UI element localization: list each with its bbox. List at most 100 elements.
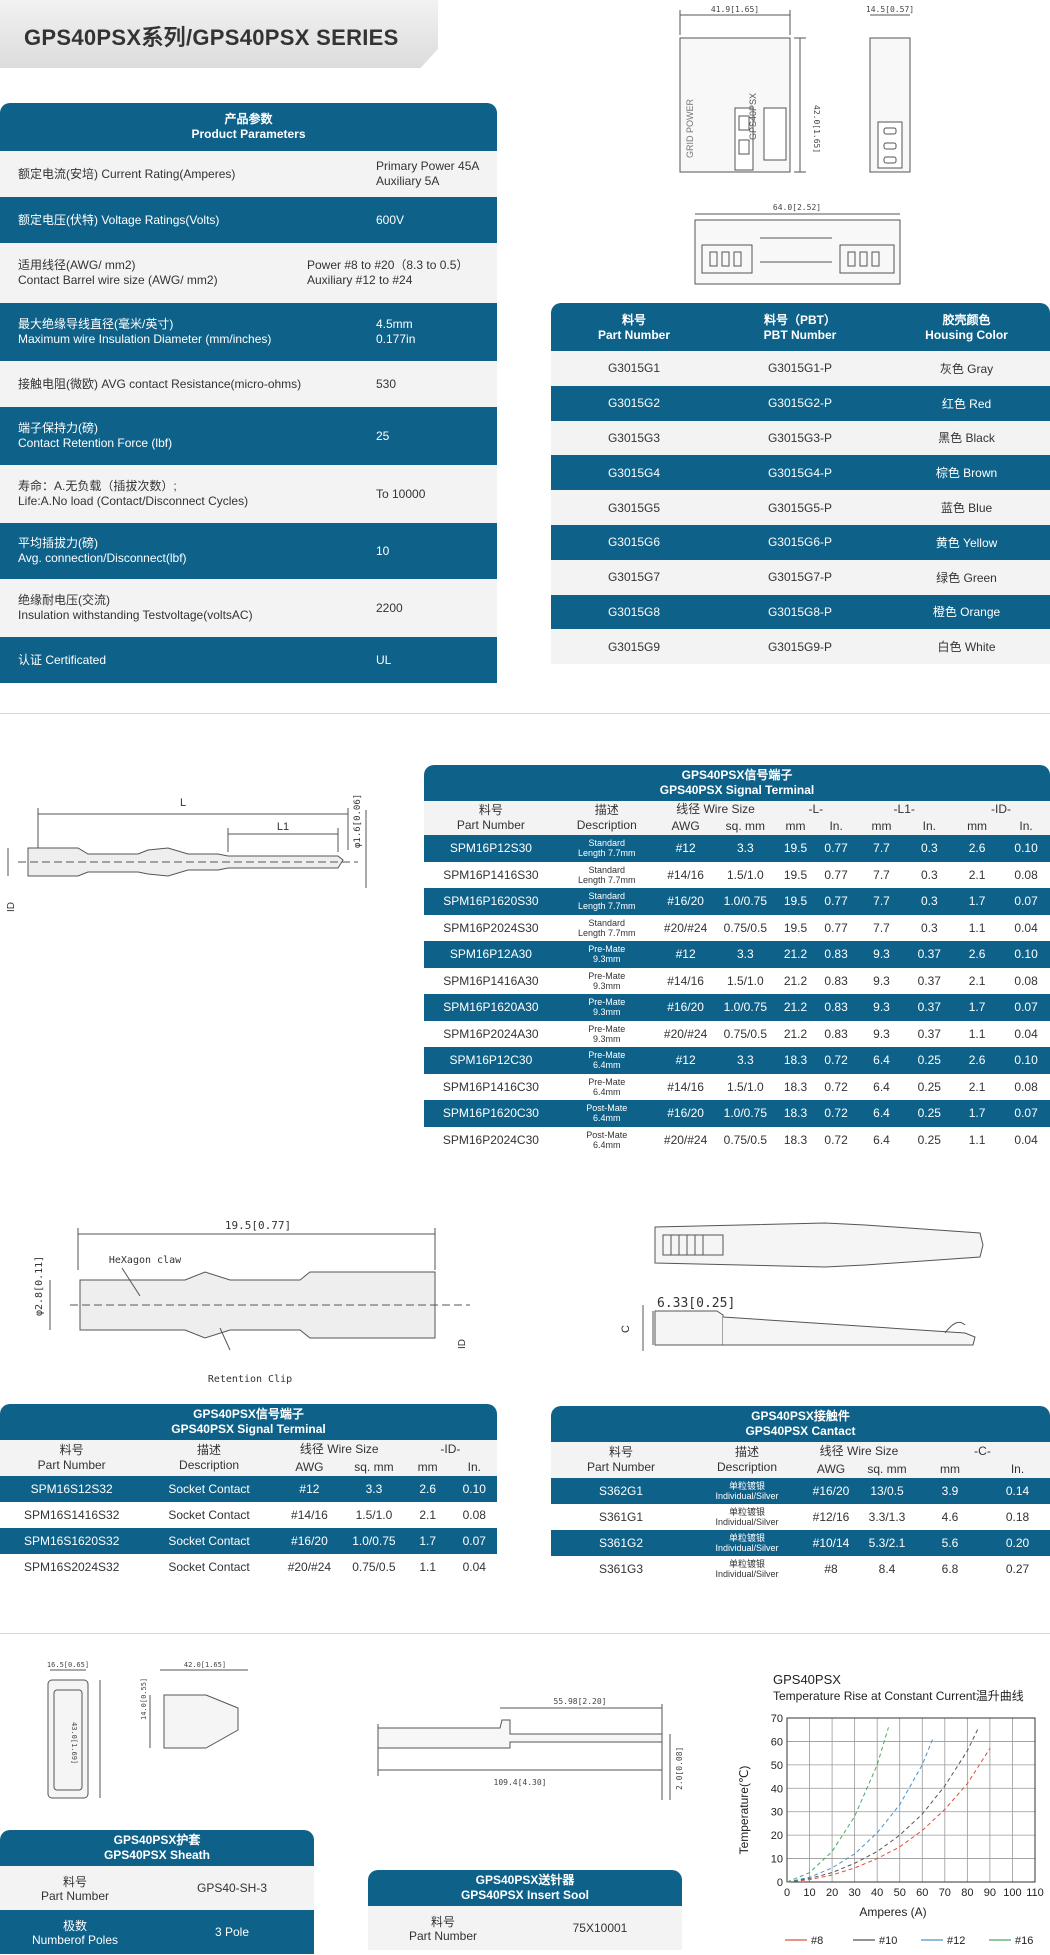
- pin-desc-line1: Post-Mate: [586, 1103, 628, 1114]
- pin-l-in: 0.83: [815, 1020, 857, 1047]
- contact-part-number: S361G3: [551, 1556, 691, 1582]
- socket-dim-dia: φ2.8[0.11]: [34, 1256, 45, 1316]
- pin-l1-mm: 6.4: [856, 1100, 907, 1127]
- pin-awg: #12: [655, 835, 716, 862]
- pin-l-mm: 19.5: [775, 914, 816, 941]
- pin-l-in: 0.83: [815, 994, 857, 1021]
- product-param-label-en: Avg. connection/Disconnect(lbf): [18, 551, 187, 565]
- grid-power-logo-icon: GRID POWER: [685, 98, 695, 158]
- contact-c-in: 0.27: [985, 1556, 1050, 1582]
- product-param-value: 2200: [376, 601, 403, 616]
- chart-series-line: [786, 1748, 991, 1883]
- product-params-title-en: Product Parameters: [191, 127, 306, 141]
- pin-sqmm: 0.75/0.5: [715, 1126, 776, 1153]
- tool-dim-2: 109.4[4.30]: [494, 1778, 547, 1787]
- socket-col-desc-cn: 描述: [197, 1443, 222, 1457]
- pin-d-in: 0.10: [1002, 941, 1050, 968]
- socket-awg: #16/20: [274, 1528, 345, 1554]
- contact-dim-c: C: [620, 1325, 632, 1333]
- pin-awg: #14/16: [655, 967, 716, 994]
- pin-d-mm: 2.6: [951, 1047, 1003, 1074]
- socket-retention-clip-label: Retention Clip: [208, 1374, 292, 1385]
- chart-legend-label: #8: [811, 1935, 823, 1947]
- signal-terminal-socket-title-cn: GPS40PSX信号端子: [193, 1407, 304, 1421]
- section-divider: [0, 713, 1050, 714]
- housing-color: 灰色 Gray: [883, 351, 1050, 386]
- contact-sqmm: 5.3/2.1: [859, 1530, 915, 1556]
- pin-d-mm: 1.7: [951, 1100, 1003, 1127]
- contact-c-mm: 3.9: [915, 1478, 985, 1504]
- pin-awg: #14/16: [655, 861, 716, 888]
- pin-part-number: SPM16P1620A30: [424, 994, 558, 1021]
- contact-awg: #8: [803, 1556, 859, 1582]
- product-param-label-cn: 最大绝缘导线直径(毫米/英寸): [18, 317, 174, 331]
- insert-tool-title-en: GPS40PSX Insert Sool: [460, 1888, 590, 1902]
- housing-pbt-number: G3015G1-P: [717, 351, 883, 386]
- pin-d-mm: 1.1: [951, 1126, 1003, 1153]
- contacts-header: GPS40PSX接触件 GPS40PSX Cantact: [551, 1406, 1050, 1442]
- product-param-label-cn: 绝缘耐电压(交流): [18, 593, 110, 607]
- pin-dim-d: ID: [6, 902, 17, 912]
- product-param-label-cn: 适用线径(AWG/ mm2): [18, 258, 136, 272]
- pin-sqmm: 0.75/0.5: [715, 1020, 776, 1047]
- housing-part-number: G3015G1: [551, 351, 717, 386]
- pin-l1-in: 0.37: [906, 967, 952, 994]
- housing-pbt-number: G3015G7-P: [717, 559, 883, 595]
- pin-d-mm: 1.1: [951, 1020, 1003, 1047]
- pin-sqmm: 3.3: [715, 941, 776, 968]
- pin-d-in: 0.04: [1002, 1126, 1050, 1153]
- sheath-dim-1: 16.5[0.65]: [47, 1661, 89, 1669]
- pin-awg: #12: [655, 941, 716, 968]
- product-param-value-1: 25: [376, 428, 390, 443]
- pin-desc-line2: Length 7.7mm: [578, 848, 636, 859]
- contact-sqmm: 13/0.5: [859, 1478, 915, 1504]
- socket-col-d: -ID-: [403, 1440, 497, 1458]
- pin-col-l1: -L1-: [856, 801, 952, 818]
- sheath-poles-value: 3 Pole: [214, 1925, 250, 1939]
- housing-part-number: G3015G8: [551, 594, 717, 630]
- product-params-title-cn: 产品参数: [224, 112, 273, 126]
- housing-part-number: G3015G9: [551, 629, 717, 665]
- signal-terminal-pin-title-en: GPS40PSX Signal Terminal: [659, 783, 815, 797]
- chart-xlabel: Amperes (A): [859, 1905, 926, 1919]
- pin-subcol-mm: mm: [856, 818, 907, 835]
- socket-dim-length: 19.5[0.77]: [225, 1219, 291, 1232]
- housing-pbt-number: G3015G2-P: [717, 385, 883, 421]
- product-param-value: Power #8 to #20（8.3 to 0.5）Auxiliary #12…: [307, 258, 468, 288]
- pin-d-in: 0.07: [1002, 1100, 1050, 1127]
- housing-col-part-cn: 料号: [621, 313, 646, 327]
- pin-l1-in: 0.3: [906, 888, 952, 915]
- contact-desc-en: Individual/Silver: [715, 1543, 779, 1553]
- contact-dim: 6.33[0.25]: [657, 1296, 735, 1311]
- socket-d-mm: 2.6: [403, 1476, 452, 1502]
- product-param-value-1: 2200: [376, 600, 403, 615]
- chart-legend-label: #16: [1015, 1935, 1033, 1947]
- insert-tool-drawing: 55.98[2.20] 109.4[4.30] 2.0[0.08]: [377, 1697, 684, 1800]
- pin-desc-line2: 6.4mm: [593, 1060, 621, 1071]
- pin-desc-line1: Pre-Mate: [588, 1076, 626, 1087]
- pin-l-mm: 21.2: [775, 1020, 816, 1047]
- pin-sqmm: 0.75/0.5: [715, 914, 776, 941]
- product-param-label: 端子保持力(磅)Contact Retention Force (lbf): [18, 421, 172, 451]
- housing-part-number: G3015G7: [551, 559, 717, 595]
- page-title: GPS40PSX系列/GPS40PSX SERIES: [24, 25, 399, 50]
- pin-l1-mm: 7.7: [856, 914, 907, 941]
- housing-pbt-number: G3015G6-P: [717, 524, 883, 560]
- chart-ytick-label: 20: [771, 1830, 783, 1842]
- pin-desc-line1: Standard: [588, 891, 626, 902]
- pin-col-wire: 线径 Wire Size: [655, 801, 776, 818]
